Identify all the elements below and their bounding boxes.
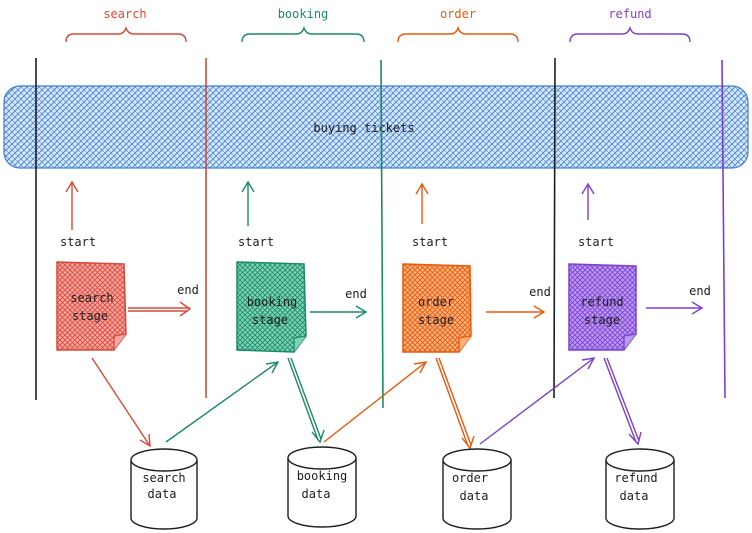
stage-label-refund-2: stage xyxy=(584,313,620,327)
up-arrow-search xyxy=(65,180,79,230)
brace-search xyxy=(65,25,187,43)
store-label-search-1: search xyxy=(142,471,185,485)
end-arrow-order xyxy=(486,305,546,319)
stage-label-booking-2: stage xyxy=(252,313,288,327)
lane-line-order-end xyxy=(553,57,556,399)
brace-order xyxy=(397,25,519,43)
flow-refund-to-store xyxy=(603,357,642,446)
stage-label-search-1: search xyxy=(70,291,113,305)
phase-label-refund: refund xyxy=(608,7,651,21)
store-label-search-2: data xyxy=(148,487,177,501)
flow-search-to-store xyxy=(91,357,151,448)
phase-label-booking: booking xyxy=(278,7,329,21)
end-arrow-refund xyxy=(646,301,704,315)
up-arrow-refund xyxy=(581,182,595,220)
store-search: search data xyxy=(130,448,198,530)
stage-label-order-2: stage xyxy=(418,313,454,327)
end-label-order: end xyxy=(529,285,551,299)
stage-label-booking-1: booking xyxy=(247,295,298,309)
store-label-refund-1: refund xyxy=(614,471,657,485)
end-arrow-booking xyxy=(310,305,368,319)
up-arrow-order xyxy=(415,182,429,224)
start-label-order: start xyxy=(412,235,448,249)
end-label-search: end xyxy=(177,283,199,297)
store-booking: booking data xyxy=(287,446,357,528)
brace-refund xyxy=(569,25,691,43)
stage-node-order: order stage xyxy=(402,263,472,353)
stage-node-search: search stage xyxy=(56,261,127,351)
store-label-order-2: data xyxy=(460,489,489,503)
start-label-refund: start xyxy=(578,235,614,249)
store-label-booking-1: booking xyxy=(297,469,348,483)
flow-bookingdata-to-order xyxy=(323,361,428,443)
stage-label-order-1: order xyxy=(418,295,454,309)
band-label: buying tickets xyxy=(313,121,414,135)
flow-booking-to-store xyxy=(287,357,325,444)
stage-node-booking: booking stage xyxy=(236,261,307,353)
phase-refund: refund xyxy=(569,7,691,43)
stage-label-search-2: stage xyxy=(72,309,108,323)
phase-booking: booking xyxy=(241,7,365,43)
store-order: order data xyxy=(442,448,512,530)
start-label-search: start xyxy=(60,235,96,249)
end-arrow-search xyxy=(128,301,192,317)
store-refund: refund data xyxy=(605,448,675,530)
end-label-refund: end xyxy=(689,284,711,298)
flow-order-to-store xyxy=(435,357,475,450)
start-label-booking: start xyxy=(238,235,274,249)
end-label-booking: end xyxy=(345,287,367,301)
store-label-order-1: order xyxy=(452,471,488,485)
phase-label-search: search xyxy=(103,7,146,21)
store-label-refund-2: data xyxy=(620,489,649,503)
lane-line-booking-end xyxy=(380,59,384,409)
brace-booking xyxy=(241,25,365,43)
up-arrow-booking xyxy=(241,180,255,226)
phase-search: search xyxy=(65,7,187,43)
buying-tickets-band: buying tickets xyxy=(3,85,749,169)
stage-label-refund-1: refund xyxy=(580,295,623,309)
phase-order: order xyxy=(397,7,519,43)
flow-searchdata-to-booking xyxy=(165,361,280,443)
store-label-booking-2: data xyxy=(302,487,331,501)
flow-orderdata-to-refund xyxy=(479,357,596,445)
phase-label-order: order xyxy=(440,7,476,21)
stage-node-refund: refund stage xyxy=(568,263,637,351)
lane-line-refund-end xyxy=(721,59,726,399)
